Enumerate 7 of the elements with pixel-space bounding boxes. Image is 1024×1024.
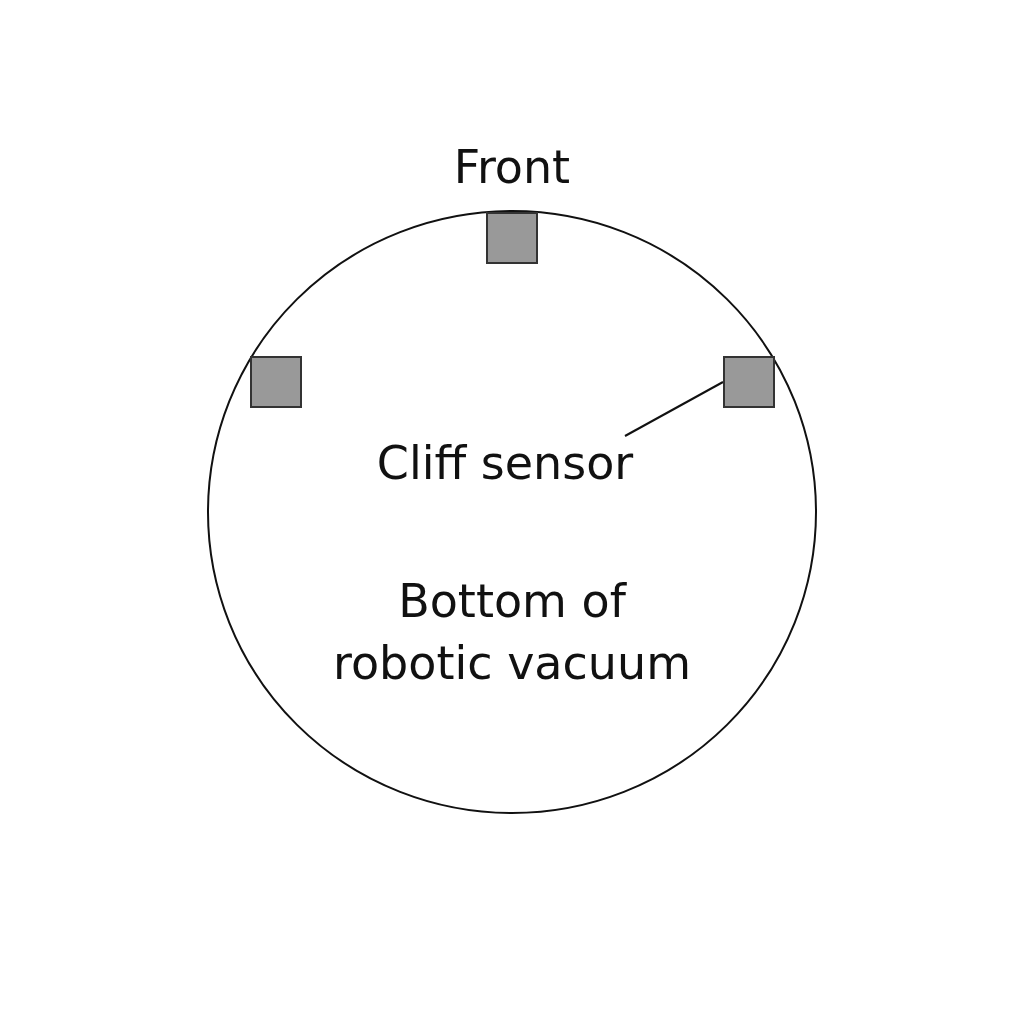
cliff-sensor-label: Cliff sensor xyxy=(365,436,645,496)
sensor-square xyxy=(723,356,775,408)
sensor-square xyxy=(250,356,302,408)
robot-base-caption: Bottom of robotic vacuum xyxy=(332,573,692,693)
sensor-square xyxy=(486,212,538,264)
leader-line xyxy=(624,381,724,437)
direction-label: Front xyxy=(452,140,572,194)
